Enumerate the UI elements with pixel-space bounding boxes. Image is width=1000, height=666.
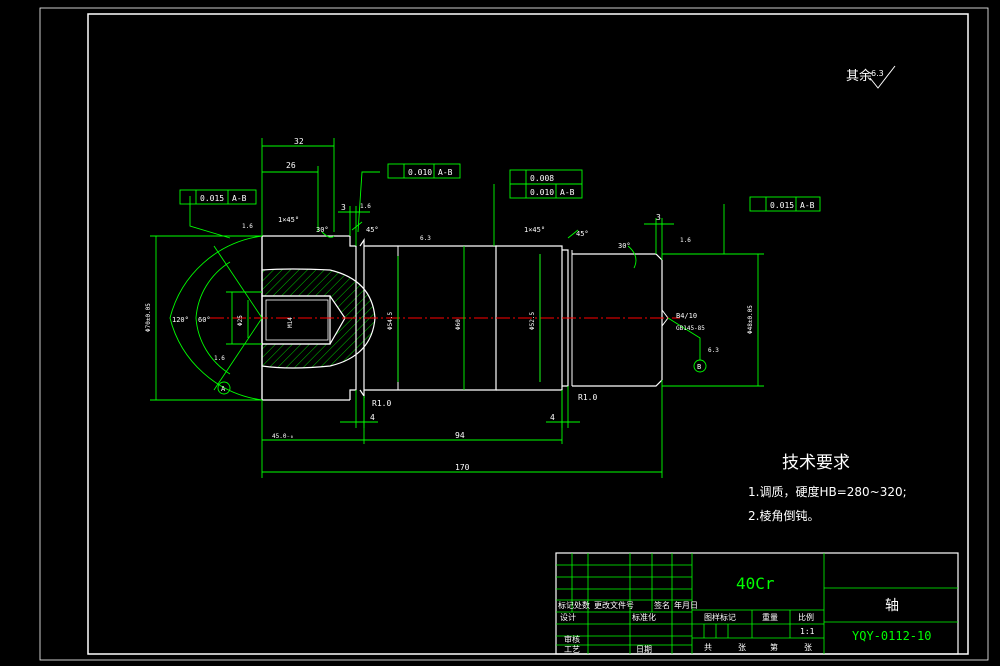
tol-1-ref: A-B [232, 194, 247, 203]
roughness-note-label: 其余 [846, 68, 872, 84]
col-scale: 比例 [798, 612, 814, 622]
roughness-3: 6.3 [420, 235, 431, 242]
rev-header-1: 标记 [558, 600, 574, 610]
title-block [555, 552, 959, 655]
dimension-lines [150, 138, 764, 478]
dia-mid-3: Φ52.5 [529, 312, 536, 330]
tol-1-value: 0.015 [200, 194, 224, 203]
scale-value: 1:1 [800, 627, 815, 636]
radius-left: R1.0 [372, 399, 391, 408]
rev-header-3: 更改文件号 [594, 600, 634, 610]
dia-bore: Φ25 [237, 315, 244, 326]
roughness-note-value: 6.3 [871, 69, 884, 78]
tol-3b-value: 0.010 [530, 188, 554, 197]
roughness-marks: 1.6 1.6 6.3 1.6 1.6 6.3 [214, 203, 719, 362]
angle-30-right: 30° [618, 242, 631, 250]
material-label: 40Cr [736, 574, 775, 593]
datum-b-label: B [697, 363, 701, 371]
datum-a-label: A [221, 385, 226, 393]
general-roughness-note: 其余 6.3 [846, 65, 896, 89]
row-design: 设计 [560, 612, 576, 622]
dim-94: 94 [455, 431, 465, 440]
roughness-1: 1.6 [242, 223, 253, 230]
drawing-frame [87, 13, 969, 655]
trim-border [39, 7, 989, 661]
sheet-no: 第 [770, 642, 778, 652]
angle-45-left: 45° [366, 226, 379, 234]
angle-45-right: 45° [576, 230, 589, 238]
thread-label: M14 [287, 317, 294, 328]
radius-right: R1.0 [578, 393, 597, 402]
tol-3b-ref: A-B [560, 188, 575, 197]
dim-4-left: 4 [370, 413, 375, 422]
tolerance-frames [179, 163, 821, 212]
dia-right: Φ48±0.05 [747, 305, 754, 334]
chamfer-left: 1×45° [278, 216, 299, 224]
angle-30-left: 30° [316, 226, 329, 234]
dim-170: 170 [455, 463, 470, 472]
dia-mid-1: Φ54.5 [387, 312, 394, 330]
col-weight: 重量 [762, 612, 778, 622]
tol-4-value: 0.015 [770, 201, 794, 210]
dimension-labels: 32 26 3 3 4 4 94 170 45.0₋₀ 1×45° 1×45° … [145, 137, 754, 472]
roughness-2: 1.6 [360, 203, 371, 210]
center-hole-label: B4/10 [676, 312, 697, 320]
tech-req-line-1: 1.调质，硬度HB=280~320; [748, 484, 907, 499]
center-hole-std: GB145-85 [676, 325, 705, 332]
col-stage: 图样标记 [704, 612, 736, 622]
part-name: 轴 [885, 598, 899, 614]
dim-45: 45.0₋₀ [272, 433, 294, 440]
dim-32: 32 [294, 137, 304, 146]
dia-left: Φ70±0.05 [145, 303, 152, 332]
dia-mid-2: Φ60 [455, 319, 462, 330]
dim-3-left: 3 [341, 203, 346, 212]
sheet-unit: 张 [804, 643, 812, 652]
title-block-text: 40Cr 轴 YQY-0112-10 标记 处数 更改文件号 签名 年月日 设计… [558, 574, 931, 654]
row-std: 标准化 [632, 612, 656, 622]
tol-2-value: 0.010 [408, 168, 432, 177]
tech-req-line-2: 2.棱角倒钝。 [748, 508, 819, 523]
rev-header-5: 签名 [654, 600, 670, 610]
technical-requirements: 技术要求 1.调质，硬度HB=280~320; 2.棱角倒钝。 [748, 453, 907, 523]
drawing-code: YQY-0112-10 [852, 629, 931, 643]
dim-26: 26 [286, 161, 296, 170]
sheets-unit: 张 [738, 643, 746, 652]
roughness-symbol-icon [869, 65, 896, 89]
sheets-total: 共 [704, 643, 712, 652]
chamfer-right: 1×45° [524, 226, 545, 234]
row-check: 审核 [564, 634, 580, 644]
roughness-4: 1.6 [680, 237, 691, 244]
tol-4-ref: A-B [800, 201, 815, 210]
angle-60: 60° [198, 316, 211, 324]
angle-120: 120° [172, 316, 189, 324]
row-process: 工艺 [564, 645, 580, 654]
tech-req-title: 技术要求 [782, 453, 850, 473]
tol-3a-value: 0.008 [530, 174, 554, 183]
roughness-5: 1.6 [214, 355, 225, 362]
tolerance-labels: 0.015 A-B 0.010 A-B 0.008 0.010 A-B 0.01… [200, 168, 815, 210]
section-hatch [261, 268, 376, 369]
tol-2-ref: A-B [438, 168, 453, 177]
row-date: 日期 [636, 645, 652, 654]
roughness-6: 6.3 [708, 347, 719, 354]
rev-header-6: 年月日 [674, 600, 698, 610]
dim-4-right: 4 [550, 413, 555, 422]
rev-header-2: 处数 [574, 600, 590, 610]
dim-3-right: 3 [656, 213, 661, 222]
